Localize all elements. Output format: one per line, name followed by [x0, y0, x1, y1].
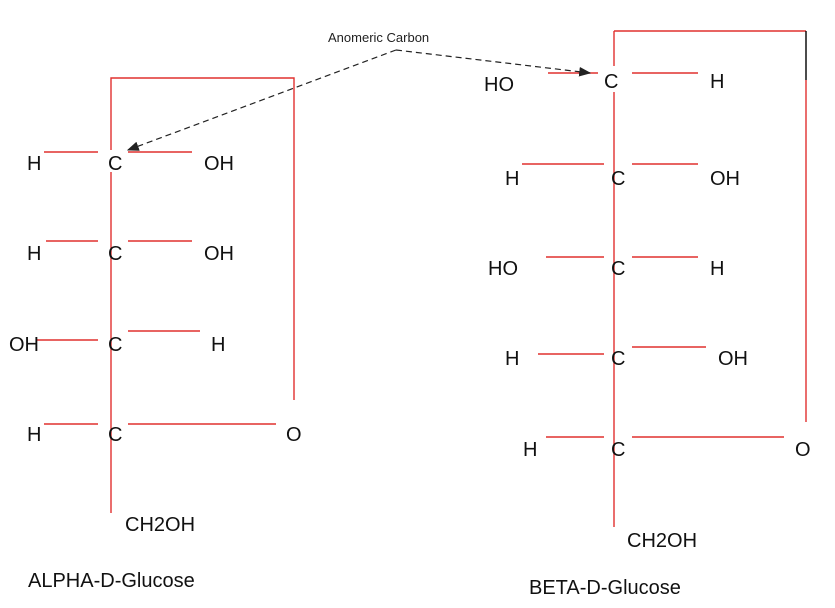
alpha-ring-bond	[110, 77, 295, 400]
anomeric-carbon-label: Anomeric Carbon	[328, 30, 429, 45]
beta-row5-left: H	[523, 439, 537, 461]
beta-row3-right: H	[710, 258, 724, 280]
alpha-row3-left: OH	[9, 334, 39, 356]
annotation-arrow-to-beta	[395, 49, 592, 77]
alpha-title: ALPHA-D-Glucose	[28, 570, 195, 592]
alpha-row1-right: OH	[204, 153, 234, 175]
beta-carbon-4: C	[611, 348, 625, 370]
alpha-row4-left: H	[27, 424, 41, 446]
beta-row2-left: H	[505, 168, 519, 190]
alpha-carbon-3: C	[108, 334, 122, 356]
beta-tail-group: CH2OH	[627, 530, 697, 552]
beta-row3-left: HO	[488, 258, 518, 280]
alpha-row2-left: H	[27, 243, 41, 265]
beta-row4-right: OH	[718, 348, 748, 370]
alpha-row3-right: H	[211, 334, 225, 356]
beta-row1-right: H	[710, 71, 724, 93]
beta-structure: HO C H H C OH HO C H H C OH H C O CH2OH …	[484, 30, 811, 599]
alpha-tail-group: CH2OH	[125, 514, 195, 536]
beta-row1-left: HO	[484, 74, 514, 96]
beta-title: BETA-D-Glucose	[529, 577, 681, 599]
annotation-arrow-to-alpha	[126, 49, 397, 151]
beta-row4-left: H	[505, 348, 519, 370]
alpha-structure: H C OH H C OH OH C H H C O CH2OH ALPHA-D…	[9, 77, 302, 592]
beta-carbon-1: C	[604, 71, 618, 93]
beta-carbon-2: C	[611, 168, 625, 190]
beta-carbon-3: C	[611, 258, 625, 280]
beta-row2-right: OH	[710, 168, 740, 190]
alpha-carbon-4: C	[108, 424, 122, 446]
alpha-carbon-2: C	[108, 243, 122, 265]
anomeric-annotation: Anomeric Carbon	[126, 30, 592, 151]
alpha-ring-oxygen: O	[286, 424, 302, 446]
alpha-carbon-1: C	[108, 153, 122, 175]
beta-ring-oxygen: O	[795, 439, 811, 461]
alpha-row1-left: H	[27, 153, 41, 175]
beta-carbon-5: C	[611, 439, 625, 461]
alpha-row2-right: OH	[204, 243, 234, 265]
